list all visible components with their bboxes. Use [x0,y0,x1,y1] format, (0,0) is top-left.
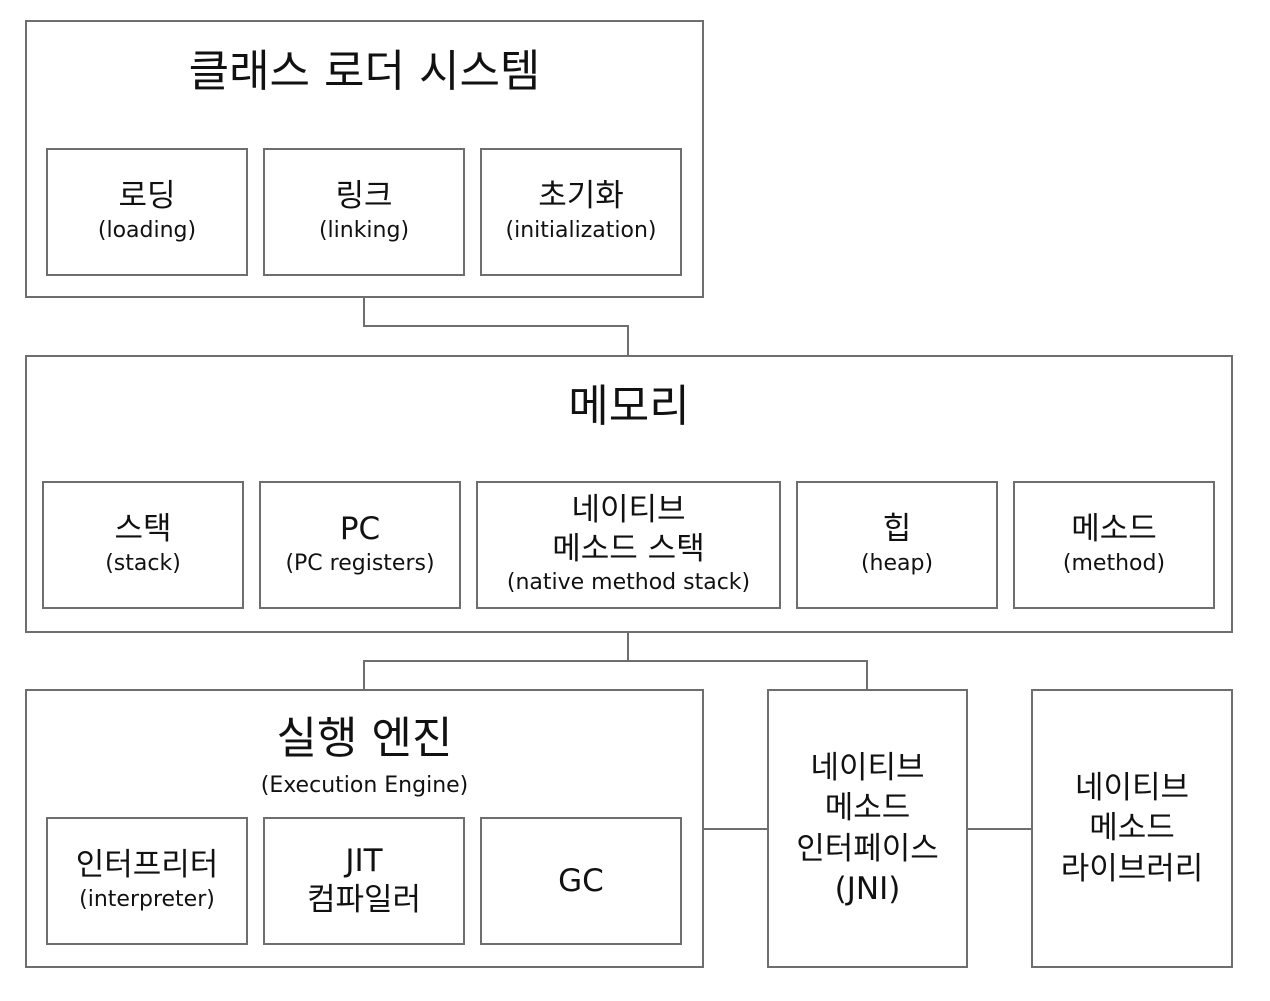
jni-label-line3: 인터페이스 [796,830,939,867]
heap-label: 힙 [882,511,912,548]
execution-engine-subtitle: (Execution Engine) [260,773,469,798]
pc-registers-box: PC (PC registers) [259,481,461,609]
class-loader-title: 클래스 로더 시스템 [188,46,541,97]
initialization-box: 초기화 (initialization) [480,148,682,276]
execution-engine-title: 실행 엔진 [276,713,453,764]
heap-box: 힙 (heap) [796,481,998,609]
connector-memory-jni [628,660,868,690]
method-area-box: 메소드 (method) [1013,481,1215,609]
jit-label-line1: JIT [345,843,383,880]
initialization-label: 초기화 [538,178,624,215]
linking-label: 링크 [335,178,393,215]
linking-box: 링크 (linking) [263,148,465,276]
method-en-label: (method) [1062,550,1166,576]
native-method-stack-label-line1: 네이티브 [571,491,686,528]
pc-en-label: (PC registers) [285,550,435,576]
native-method-stack-box: 네이티브 메소드 스택 (native method stack) [476,481,781,609]
jni-label-line2: 메소드 [824,790,911,827]
gc-label: GC [558,862,604,899]
linking-en-label: (linking) [318,217,410,243]
native-method-stack-label-line2: 메소드 스택 [552,530,705,567]
memory-title: 메모리 [568,381,690,432]
interpreter-box: 인터프리터 (interpreter) [46,817,248,945]
jni-box: 네이티브 메소드 인터페이스 (JNI) [767,689,968,968]
pc-label: PC [339,511,381,548]
loading-box: 로딩 (loading) [46,148,248,276]
connector-memory-engine [363,632,629,690]
interpreter-label: 인터프리터 [75,847,219,884]
gc-box: GC [480,817,682,945]
method-label: 메소드 [1071,511,1157,548]
native-library-label-line3: 라이브러리 [1060,850,1204,887]
interpreter-en-label: (interpreter) [79,886,215,912]
jit-compiler-box: JIT 컴파일러 [263,817,465,945]
heap-en-label: (heap) [860,550,934,576]
native-method-stack-en-label: (native method stack) [506,570,751,596]
stack-box: 스택 (stack) [42,481,244,609]
loading-label: 로딩 [118,178,176,215]
connector-classloader-memory [363,298,629,356]
initialization-en-label: (initialization) [505,217,657,243]
stack-label: 스택 [114,511,172,548]
jni-label-line4: (JNI) [834,870,901,907]
jni-label-line1: 네이티브 [810,749,925,786]
stack-en-label: (stack) [105,550,181,576]
loading-en-label: (loading) [97,217,197,243]
native-library-label-line1: 네이티브 [1074,770,1190,807]
native-library-label-line2: 메소드 [1089,810,1175,847]
jit-label-line2: 컴파일러 [306,882,422,918]
native-library-box: 네이티브 메소드 라이브러리 [1031,689,1233,968]
